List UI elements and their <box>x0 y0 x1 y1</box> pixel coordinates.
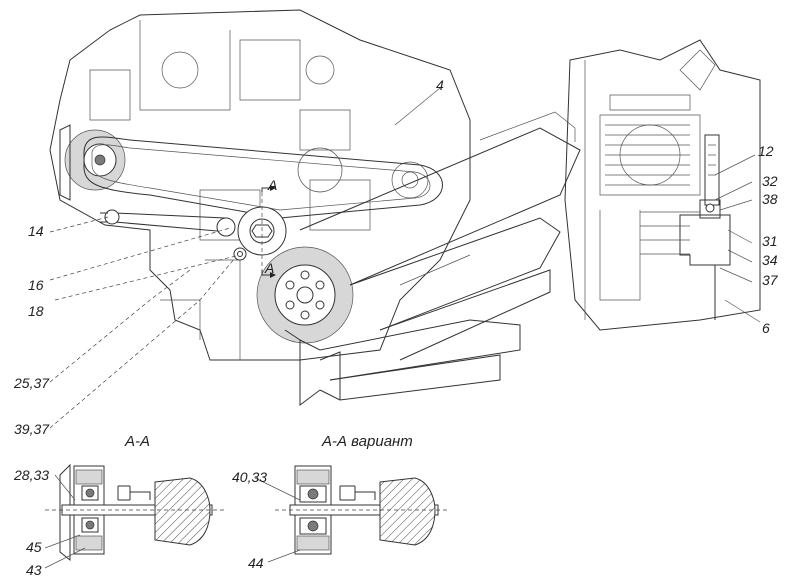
belt-guard-outline <box>284 111 581 406</box>
section-a-a-variant-title: А-А вариант <box>321 433 413 450</box>
callout-4: 4 <box>436 77 444 93</box>
engine-block-view <box>49 9 471 361</box>
leader-lines <box>44 87 761 569</box>
callout-34: 34 <box>762 252 778 268</box>
callout-section-a-bottom: A <box>264 260 274 276</box>
callout-25-37: 25,37 <box>13 375 50 391</box>
callout-12: 12 <box>758 143 774 159</box>
callout-37: 37 <box>762 272 779 288</box>
callout-section-a-top: A <box>267 177 277 193</box>
callout-32: 32 <box>762 173 778 189</box>
callout-45: 45 <box>26 539 42 555</box>
callout-18: 18 <box>28 303 44 319</box>
callout-labels: 4 12 32 38 31 34 37 6 14 16 18 25,37 39,… <box>13 77 779 578</box>
section-a-a-variant <box>275 465 450 555</box>
callout-6: 6 <box>762 320 770 336</box>
callout-28-33: 28,33 <box>13 467 49 483</box>
callout-39-37: 39,37 <box>14 421 50 437</box>
section-a-a-title: А-А <box>124 433 150 450</box>
callout-31: 31 <box>762 233 778 249</box>
callout-14: 14 <box>28 223 44 239</box>
section-a-a <box>45 463 225 562</box>
callout-40-33: 40,33 <box>232 469 267 485</box>
callout-44: 44 <box>248 555 264 571</box>
callout-16: 16 <box>28 277 44 293</box>
callout-43: 43 <box>26 562 42 578</box>
callout-38: 38 <box>762 191 778 207</box>
alternator-detail-view <box>564 39 761 331</box>
